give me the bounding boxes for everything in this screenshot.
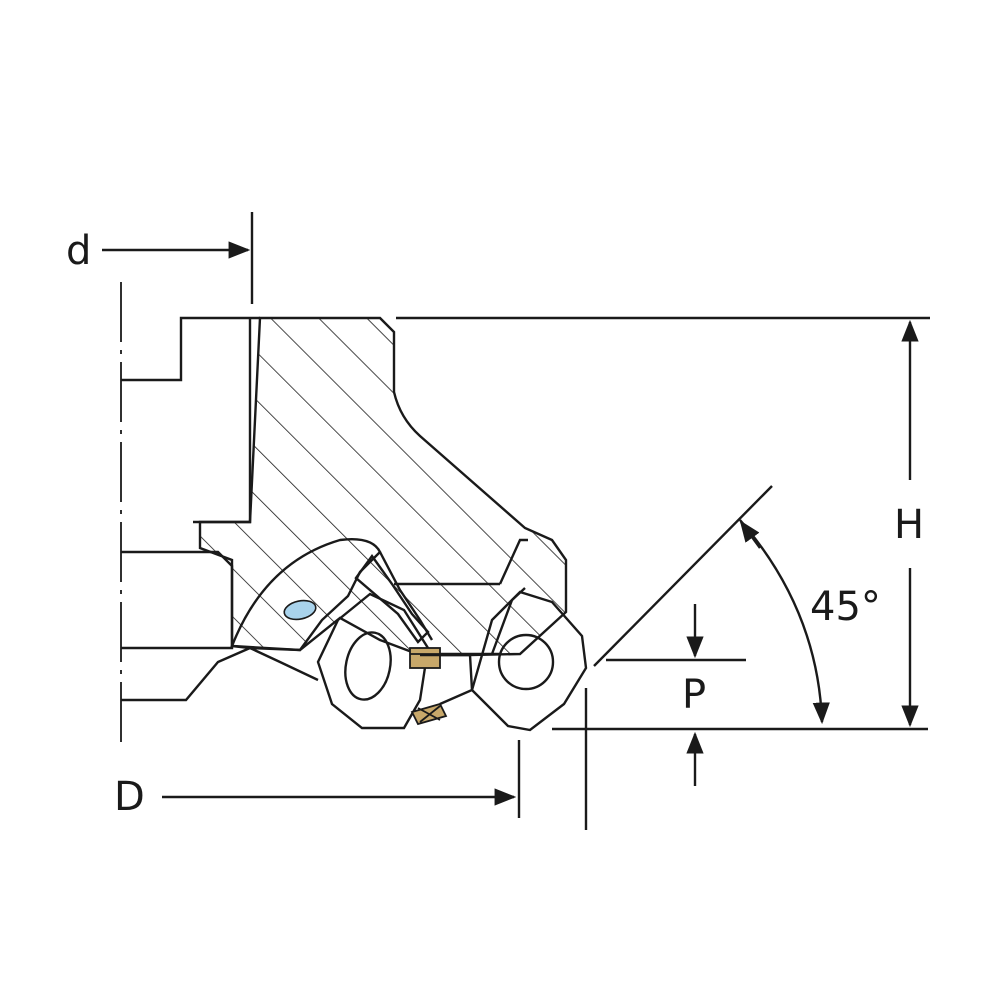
clamp-screw-cross bbox=[417, 705, 441, 723]
rear-support bbox=[420, 653, 474, 706]
label-D: D bbox=[114, 774, 145, 820]
label-d: d bbox=[66, 228, 91, 274]
shank-slot bbox=[121, 550, 234, 650]
keyway-outline bbox=[193, 318, 252, 524]
angle-arc bbox=[739, 519, 830, 725]
lower-body-outline bbox=[121, 646, 319, 702]
arbor-outline bbox=[121, 316, 260, 382]
angle-arc-start-arrow bbox=[739, 520, 761, 549]
insert-screw-hole-rear bbox=[497, 633, 555, 691]
clamp-screw bbox=[409, 647, 441, 669]
coolant-hole bbox=[283, 599, 317, 621]
insert-screw-hole-front bbox=[344, 631, 392, 701]
cutting-insert-rear bbox=[470, 590, 588, 732]
wedge-outline bbox=[354, 553, 430, 644]
chamfer-45-line bbox=[593, 485, 773, 667]
label-P: P bbox=[682, 672, 706, 718]
label-angle: 45° bbox=[810, 584, 881, 630]
label-H: H bbox=[894, 502, 924, 548]
